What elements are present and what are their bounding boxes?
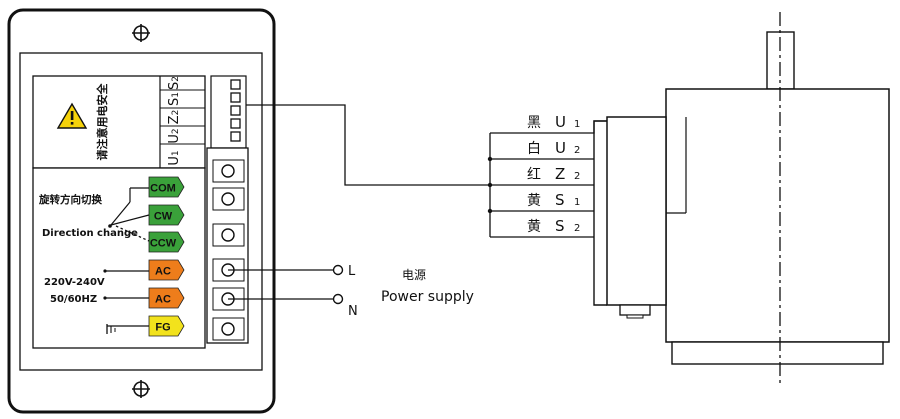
connector-pin-labels: U1 U2 Z2 S1 S2 [167, 76, 182, 166]
frequency-label: 50/60HZ [50, 294, 97, 305]
terminal-tag-label: CCW [150, 238, 177, 250]
lead-color: 黄 [527, 218, 541, 235]
connector-pin-label: S1 [167, 92, 182, 106]
lead-subscript: 2 [574, 223, 580, 234]
direction-label-cn: 旋转方向切换 [38, 193, 102, 206]
connector-pin-squares [230, 79, 241, 142]
motor-body [593, 12, 890, 384]
ground-icon [106, 324, 149, 334]
line-label: L [348, 264, 356, 279]
terminal-tag-label: FG [155, 322, 170, 334]
lead-letter: Z [555, 165, 565, 183]
lead-subscript: 1 [574, 119, 580, 130]
terminal-tag-com: COM [148, 176, 185, 198]
mount-screw-top-icon [132, 24, 150, 42]
terminal-tag-label: AC [155, 294, 171, 306]
connector-pin-label: S2 [167, 76, 182, 90]
terminal-tag-fg: FG [148, 315, 185, 337]
lead-subscript: 1 [574, 197, 580, 208]
terminal-tags: COM CW CCW AC AC FG [148, 176, 185, 337]
power-label-cn: 电源 [402, 268, 426, 282]
mount-screw-bottom-icon [132, 380, 150, 398]
connector-pin-label: U2 [167, 128, 182, 143]
connector-pin-label: U1 [167, 150, 182, 165]
motor-lead-lines [487, 120, 607, 238]
terminal-tag-ac: AC [148, 287, 185, 309]
connector-pin-label: Z2 [167, 110, 182, 125]
lead-color: 白 [527, 141, 541, 157]
lead-color: 黄 [527, 192, 541, 209]
lead-letter: S [555, 217, 565, 235]
terminal-tag-ac: AC [148, 259, 185, 281]
motor-cable [246, 104, 490, 186]
warning-text: 请注意用电安全 [95, 83, 109, 161]
lead-letter: U [555, 139, 566, 157]
terminal-tag-cw: CW [148, 204, 185, 226]
lead-subscript: 2 [574, 171, 580, 182]
controller-box: 请注意用电安全 U1 U2 Z2 S1 S2 [7, 8, 276, 414]
power-wires [228, 264, 344, 305]
terminal-tag-label: CW [154, 211, 173, 223]
terminal-screws [212, 159, 245, 341]
terminal-tag-label: COM [150, 183, 176, 195]
terminal-tag-ccw: CCW [148, 231, 185, 253]
lead-color: 红 [527, 167, 541, 183]
neutral-label: N [348, 304, 358, 319]
voltage-label: 220V-240V [44, 277, 105, 288]
lead-color: 黑 [527, 115, 541, 131]
direction-label-en: Direction change [42, 228, 138, 239]
direction-switch-icon [108, 187, 150, 242]
terminal-tag-label: AC [155, 266, 171, 278]
lead-subscript: 2 [574, 145, 580, 156]
warning-icon [56, 102, 88, 129]
lead-letter: S [555, 191, 565, 209]
power-label-en: Power supply [381, 289, 474, 305]
lead-letter: U [555, 113, 566, 131]
